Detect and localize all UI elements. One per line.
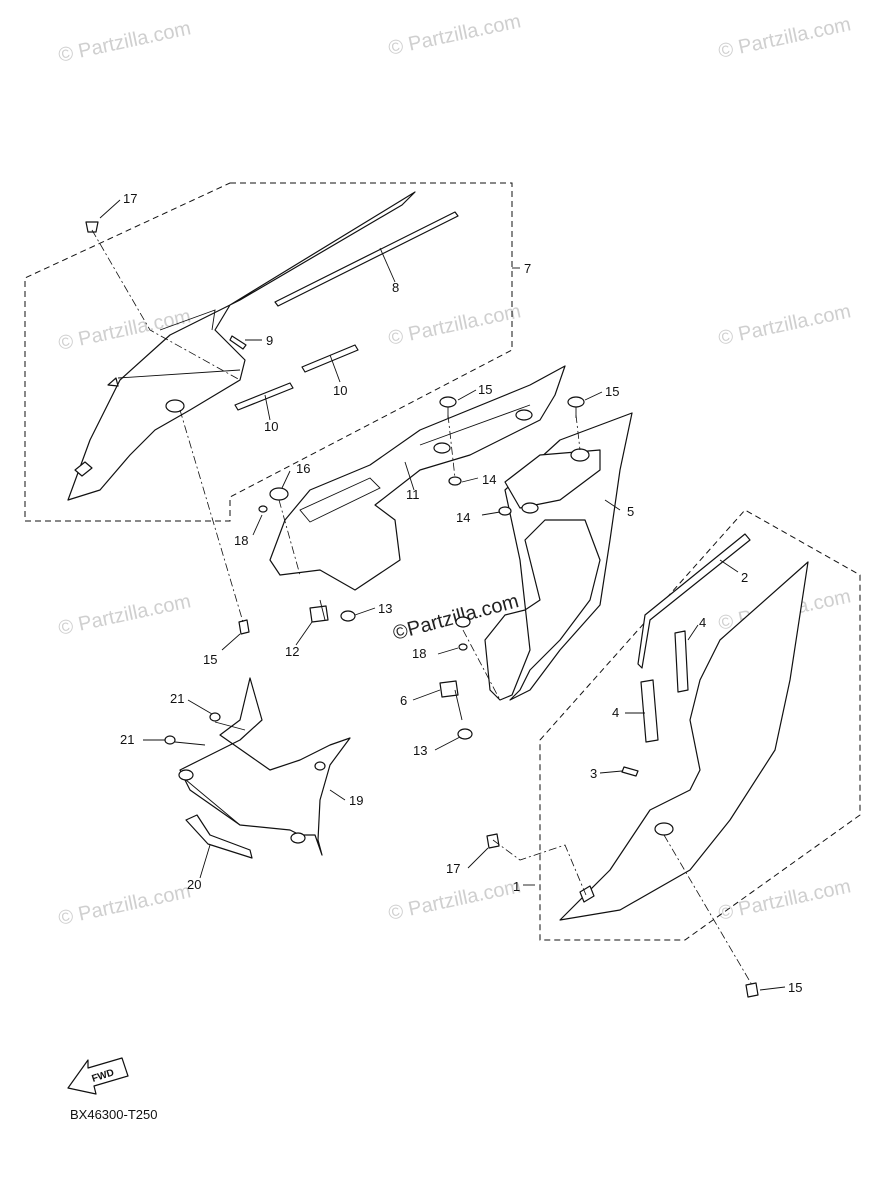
callout-21: 21 — [120, 732, 134, 747]
callout-17: 17 — [123, 191, 137, 206]
callout-20: 20 — [187, 877, 201, 892]
group-outline-1 — [539, 509, 861, 941]
watermark: © Partzilla.com — [386, 300, 522, 350]
leader-lines — [91, 229, 753, 986]
callout-13: 13 — [378, 601, 392, 616]
side-cover-upper-left — [67, 191, 416, 501]
watermark: © Partzilla.com — [386, 875, 522, 925]
callout-9: 9 — [266, 333, 273, 348]
callout-4: 4 — [612, 705, 619, 720]
drawing-code: BX46300-T250 — [70, 1107, 157, 1122]
callout-labels: 1 2 3 4 4 5 6 7 8 9 10 10 11 12 13 13 14… — [120, 191, 802, 995]
callout-18: 18 — [234, 533, 248, 548]
callout-11: 11 — [406, 487, 420, 502]
seal-2 — [637, 533, 751, 669]
callout-8: 8 — [392, 280, 399, 295]
watermark: © Partzilla.com — [56, 880, 192, 930]
callout-1: 1 — [513, 879, 520, 894]
callout-17: 17 — [446, 861, 460, 876]
callout-leaders — [99, 199, 786, 991]
watermark: © Partzilla.com — [386, 10, 522, 60]
callout-15: 15 — [203, 652, 217, 667]
pad-4a — [674, 630, 689, 693]
callout-7: 7 — [524, 261, 531, 276]
watermark: © Partzilla.com — [716, 300, 852, 350]
hardware — [85, 221, 759, 998]
callout-15: 15 — [605, 384, 619, 399]
fwd-arrow-icon: FWD — [67, 1057, 129, 1095]
callout-18: 18 — [412, 646, 426, 661]
watermark: © Partzilla.com — [716, 875, 852, 925]
callout-5: 5 — [627, 504, 634, 519]
pin-3 — [621, 766, 639, 777]
callout-10: 10 — [264, 419, 278, 434]
seal-20 — [185, 814, 253, 859]
seal-strip-8 — [274, 211, 459, 307]
pad-4b — [640, 679, 659, 743]
callout-16: 16 — [296, 461, 310, 476]
callout-14: 14 — [482, 472, 496, 487]
callout-15: 15 — [478, 382, 492, 397]
callout-12: 12 — [285, 644, 299, 659]
callout-14: 14 — [456, 510, 470, 525]
callout-21: 21 — [170, 691, 184, 706]
callout-13: 13 — [413, 743, 427, 758]
callout-6: 6 — [400, 693, 407, 708]
seal-strip-10b — [234, 382, 294, 411]
pin-9 — [229, 335, 247, 350]
seal-strip-10a — [301, 344, 359, 373]
callout-10: 10 — [333, 383, 347, 398]
panel-5 — [484, 412, 633, 701]
watermark: © Partzilla.com — [716, 13, 852, 63]
side-cover-lower-right — [559, 561, 809, 921]
callout-2: 2 — [741, 570, 748, 585]
watermark: © Partzilla.com — [56, 17, 192, 67]
watermark: © Partzilla.com — [56, 590, 192, 640]
callout-4: 4 — [699, 615, 706, 630]
callout-19: 19 — [349, 793, 363, 808]
callout-3: 3 — [590, 766, 597, 781]
inner-cover-11 — [269, 365, 566, 591]
callout-15: 15 — [788, 980, 802, 995]
